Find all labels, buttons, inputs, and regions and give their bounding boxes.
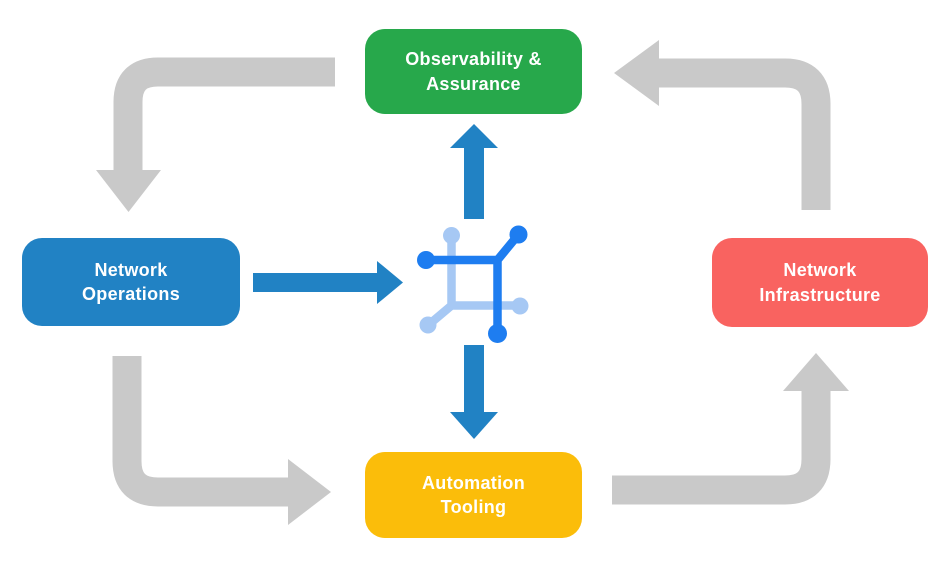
mesh-node-top — [443, 227, 460, 244]
arrowhead-down — [450, 412, 498, 439]
node-network-operations: Network Operations — [22, 238, 240, 326]
mesh-node-left — [417, 251, 435, 269]
arrow-operations-to-automation — [112, 356, 331, 525]
mesh-node-bottom-left — [419, 316, 437, 334]
mesh-node-right — [511, 297, 529, 315]
arrowhead-down — [96, 170, 161, 212]
arrow-observability-to-operations — [96, 57, 335, 212]
arrow-center-to-observability — [450, 124, 498, 219]
node-observability-assurance: Observability & Assurance — [365, 29, 582, 114]
mesh-node-top-right — [509, 225, 528, 244]
node-automation-tooling: Automation Tooling — [365, 452, 582, 538]
network-platform-mesh-icon — [417, 225, 529, 343]
arrowhead-up — [450, 124, 498, 148]
node-network-infrastructure: Network Infrastructure — [712, 238, 928, 327]
arrow-operations-to-center — [253, 261, 403, 304]
arrow-automation-to-infrastructure — [612, 353, 849, 505]
arrowhead-right — [288, 459, 331, 525]
mesh-node-bottom — [488, 324, 507, 343]
arrow-center-to-automation — [450, 345, 498, 439]
arrowhead-up — [783, 353, 849, 391]
arrow-infrastructure-to-observability — [614, 40, 831, 210]
arrowhead-right — [377, 261, 403, 304]
arrowhead-left — [614, 40, 659, 106]
mesh-dark-branches — [417, 225, 528, 343]
